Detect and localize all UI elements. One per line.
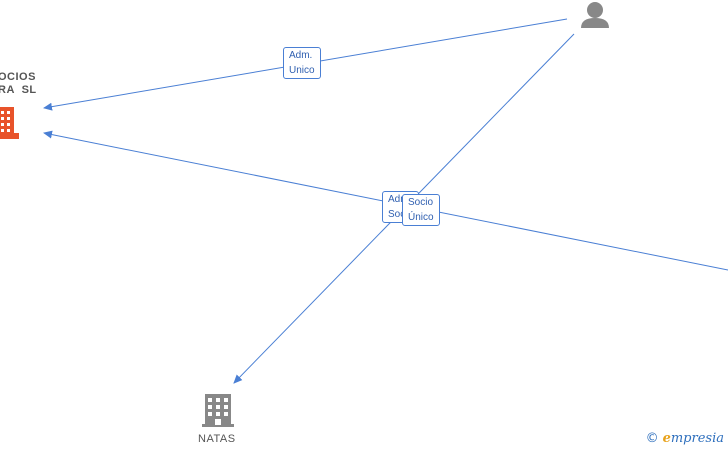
edge-label-adm-unico[interactable]: Adm. Unico [283, 47, 321, 79]
company-bottom-label: NATAS [198, 433, 236, 445]
company-bottom-building-icon [202, 394, 234, 427]
edge-label-socio-unico[interactable]: Socio Único [402, 194, 440, 226]
watermark-brand: mpresia [670, 431, 724, 446]
empresia-watermark: ©empresia [646, 431, 724, 446]
person-icon [581, 2, 609, 28]
company-top-building-icon [0, 107, 19, 139]
watermark-e: e [662, 431, 671, 446]
company-top-label: OCIOS RA SL [0, 71, 37, 96]
copyright-symbol: © [645, 431, 659, 446]
